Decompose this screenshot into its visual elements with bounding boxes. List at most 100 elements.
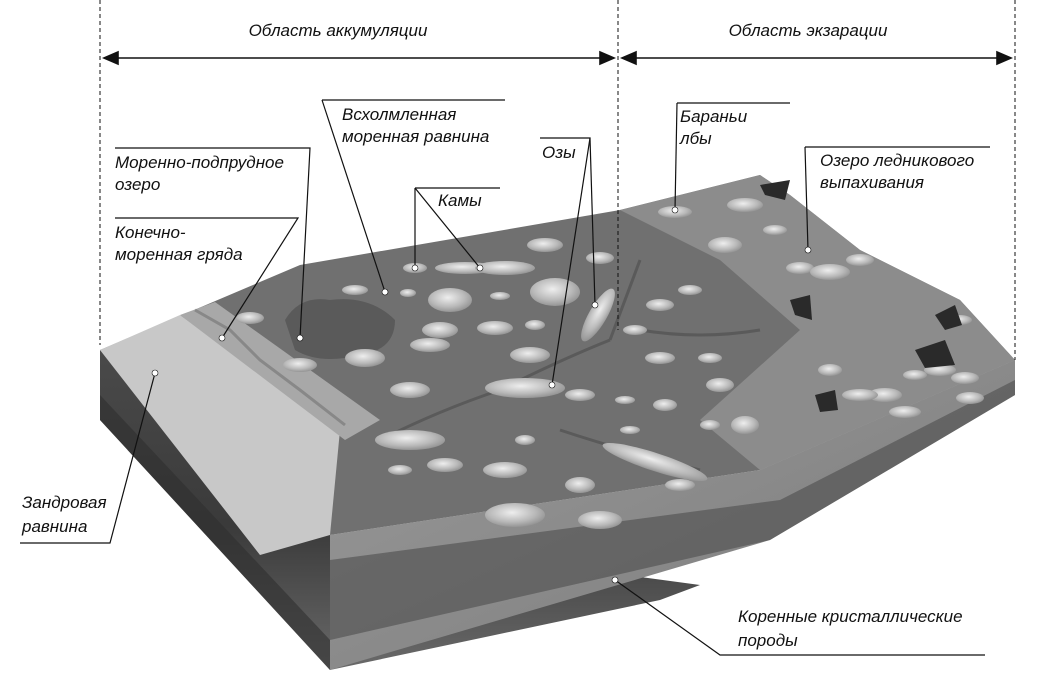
moraine-hill	[490, 292, 510, 300]
label-kames: Камы	[438, 191, 482, 210]
label-moraine-dammed-lake: Моренно-подпрудное озеро	[115, 153, 289, 194]
label-bedrock: Коренные кристаллические породы	[738, 607, 967, 650]
moraine-hill	[565, 477, 595, 493]
moraine-hill	[525, 320, 545, 330]
moraine-hill	[483, 462, 527, 478]
block-top	[100, 175, 1015, 555]
moraine-hill	[951, 372, 979, 384]
moraine-hill	[620, 426, 640, 434]
moraine-hill	[390, 382, 430, 398]
moraine-hill	[510, 347, 550, 363]
esker	[602, 442, 708, 482]
region-boundaries	[99, 0, 1016, 360]
label-terminal-moraine-ridge: Конечно- моренная гряда	[115, 223, 243, 264]
label-line: Коренные кристаллические	[738, 607, 963, 626]
moraine-hill	[410, 338, 450, 352]
moraine-hill	[731, 416, 759, 434]
moraine-hill	[708, 237, 742, 253]
moraine-hill	[428, 288, 472, 312]
front-lower-band	[100, 395, 330, 670]
moraine-hill	[678, 285, 702, 295]
outwash-plain-surface	[100, 315, 340, 555]
moraine-hill	[810, 264, 850, 280]
moraine-hill	[706, 378, 734, 392]
label-line: породы	[738, 631, 798, 650]
region-title-exaration: Область экзарации	[729, 21, 888, 40]
moraine-hill	[530, 278, 580, 306]
moraine-hill	[665, 479, 695, 491]
moraine-hill	[578, 511, 622, 529]
moraine-dammed-lake	[285, 299, 395, 359]
label-line: Конечно-	[115, 223, 186, 242]
moraine-hill	[375, 430, 445, 450]
region-title-accumulation: Область аккумуляции	[249, 21, 428, 40]
label-line: Бараньи	[680, 107, 748, 126]
moraine-hill	[586, 252, 614, 264]
moraine-hill	[623, 325, 647, 335]
moraine-hill	[846, 254, 874, 266]
label-line: озеро	[115, 175, 160, 194]
label-eskers: Озы	[542, 143, 576, 162]
label-line: Моренно-подпрудное	[115, 153, 284, 172]
label-line: равнина	[21, 517, 87, 536]
moraine-hill	[565, 389, 595, 401]
label-line: Всхолмленная	[342, 105, 456, 124]
moraine-hill	[477, 321, 513, 335]
esker	[485, 378, 565, 398]
moraine-hill	[786, 262, 814, 274]
scour-lake	[935, 305, 962, 330]
label-line: выпахивания	[820, 173, 924, 192]
label-hummocky-moraine-plain: Всхолмленная моренная равнина	[342, 105, 489, 146]
moraine-hill	[515, 435, 535, 445]
esker	[581, 288, 615, 342]
hills	[236, 198, 984, 529]
moraine-hill	[889, 406, 921, 418]
scour-lake	[915, 340, 955, 368]
moraine-hill	[283, 358, 317, 372]
label-line: лбы	[679, 129, 712, 148]
moraine-hill	[527, 238, 563, 252]
moraine-hill	[485, 503, 545, 527]
label-outwash-plain: Зандровая равнина	[21, 493, 111, 536]
moraine-hill	[956, 392, 984, 404]
label-line: Зандровая	[22, 493, 107, 512]
moraine-hill	[345, 349, 385, 367]
moraine-hill	[342, 285, 368, 295]
kame	[475, 261, 535, 275]
scour-lake	[790, 295, 812, 320]
moraine-hill	[763, 225, 787, 235]
moraine-hill	[653, 399, 677, 411]
label-roches-moutonnees: Бараньи лбы	[679, 107, 752, 148]
moraine-hill	[422, 322, 458, 338]
moraine-hill	[727, 198, 763, 212]
leader-dots	[151, 206, 812, 584]
eskers	[475, 261, 708, 482]
moraine-hill	[903, 370, 927, 380]
moraine-hill	[427, 458, 463, 472]
label-line: моренная гряда	[115, 245, 243, 264]
moraine-hill	[645, 352, 675, 364]
terminal-moraine-ridge	[180, 302, 380, 440]
scour-lake	[760, 180, 790, 200]
region-arrows	[101, 50, 1014, 66]
right-side-dark-band	[330, 380, 1015, 640]
moraine-hill	[698, 353, 722, 363]
moraine-hill	[388, 465, 412, 475]
moraine-hill	[842, 389, 878, 401]
label-line: моренная равнина	[342, 127, 489, 146]
block-sides	[100, 350, 1015, 670]
label-glacial-scour-lake: Озеро ледникового выпахивания	[820, 151, 979, 192]
scour-lakes	[760, 180, 962, 412]
moraine-hill	[700, 420, 720, 430]
moraine-hill	[615, 396, 635, 404]
label-line: Озеро ледникового	[820, 151, 974, 170]
moraine-hill	[868, 388, 902, 402]
terminal-moraine-crest	[194, 308, 346, 427]
leader-lines	[20, 99, 990, 656]
moraine-hill	[400, 289, 416, 297]
scour-lake	[815, 390, 838, 412]
moraine-hill	[236, 312, 264, 324]
moraine-hill	[818, 364, 842, 376]
moraine-hill	[646, 299, 674, 311]
